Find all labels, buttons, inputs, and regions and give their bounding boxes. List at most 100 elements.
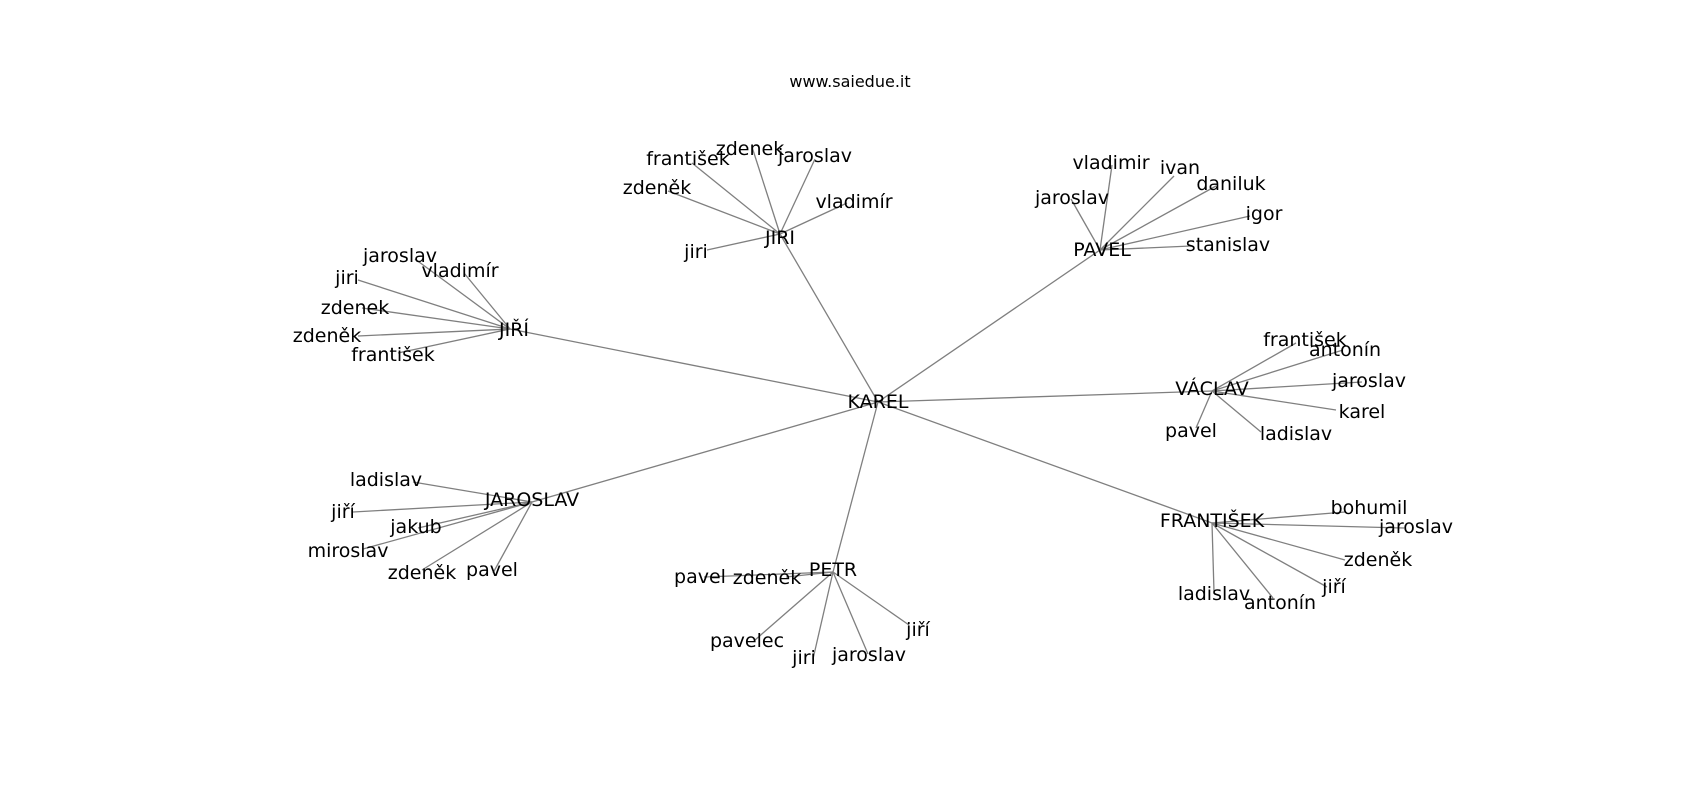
graph-labels: KARELJIRIzdenekjaroslavfrantišekzdeněkvl… bbox=[293, 138, 1453, 669]
edge-hub-2-leaf-2 bbox=[357, 279, 511, 330]
edge-hub-0-leaf-2 bbox=[691, 162, 781, 235]
node-label-hub-0: JIRI bbox=[764, 227, 795, 249]
node-label-leaf-0-3: zdeněk bbox=[623, 177, 691, 199]
edge-hub-6-leaf-3 bbox=[812, 571, 834, 660]
node-label-leaf-0-5: jiri bbox=[683, 241, 708, 263]
node-label-hub-2: JIŘÍ bbox=[498, 318, 529, 341]
node-label-leaf-4-0: ladislav bbox=[350, 469, 422, 491]
node-label-leaf-1-3: jaroslav bbox=[1034, 187, 1109, 209]
node-label-leaf-2-4: zdeněk bbox=[293, 325, 361, 347]
edge-root-hub-3 bbox=[877, 390, 1213, 403]
node-label-leaf-6-1: zdeněk bbox=[733, 567, 801, 589]
edge-hub-3-leaf-3 bbox=[1211, 390, 1337, 411]
edge-hub-3-leaf-4 bbox=[1195, 390, 1213, 429]
node-label-leaf-6-4: jaroslav bbox=[831, 644, 906, 666]
edge-hub-3-leaf-5 bbox=[1211, 390, 1262, 433]
node-label-leaf-1-0: vladimir bbox=[1072, 152, 1149, 174]
node-label-leaf-0-0: zdenek bbox=[716, 138, 784, 160]
node-label-leaf-4-3: miroslav bbox=[308, 540, 389, 562]
edge-hub-6-leaf-1 bbox=[785, 571, 834, 578]
edge-root-hub-6 bbox=[832, 401, 879, 573]
edge-hub-6-leaf-5 bbox=[832, 571, 910, 626]
node-label-leaf-3-0: františek bbox=[1263, 329, 1347, 351]
edge-hub-0-leaf-4 bbox=[779, 202, 848, 235]
edge-hub-5-leaf-4 bbox=[1211, 522, 1215, 593]
node-label-hub-6: PETR bbox=[809, 559, 857, 581]
node-label-leaf-5-3: jiří bbox=[1321, 576, 1346, 598]
edge-hub-1-leaf-3 bbox=[1070, 198, 1101, 251]
node-label-leaf-4-5: pavel bbox=[466, 559, 518, 581]
edge-root-hub-5 bbox=[877, 401, 1213, 524]
edge-hub-2-leaf-0 bbox=[414, 258, 511, 330]
node-label-leaf-0-1: jaroslav bbox=[777, 145, 852, 167]
node-label-leaf-5-0: bohumil bbox=[1331, 497, 1408, 519]
edge-hub-4-leaf-2 bbox=[417, 501, 533, 529]
node-label-leaf-6-0: pavel bbox=[674, 566, 726, 588]
edge-hub-1-leaf-4 bbox=[1099, 215, 1251, 251]
edge-hub-1-leaf-2 bbox=[1099, 185, 1217, 251]
node-label-leaf-1-5: stanislav bbox=[1186, 234, 1270, 256]
edge-hub-6-leaf-0 bbox=[703, 571, 834, 578]
edge-hub-2-leaf-5 bbox=[397, 328, 511, 354]
node-label-leaf-5-4: ladislav bbox=[1178, 583, 1250, 605]
node-label-leaf-3-1: antonín bbox=[1309, 339, 1381, 361]
node-label-leaf-4-4: zdeněk bbox=[388, 562, 456, 584]
node-label-leaf-1-2: daniluk bbox=[1196, 173, 1265, 195]
node-label-hub-5: FRANTIŠEK bbox=[1160, 508, 1265, 532]
graph-edges bbox=[352, 146, 1405, 660]
node-label-root: KAREL bbox=[848, 391, 909, 413]
node-label-leaf-5-1: jaroslav bbox=[1378, 516, 1453, 538]
edge-hub-6-leaf-4 bbox=[832, 571, 869, 655]
node-label-leaf-4-1: jiří bbox=[330, 501, 355, 523]
node-label-leaf-1-1: ivan bbox=[1160, 157, 1200, 179]
node-label-leaf-0-4: vladimír bbox=[815, 191, 892, 213]
edge-hub-1-leaf-1 bbox=[1099, 175, 1175, 251]
edge-hub-6-leaf-2 bbox=[754, 571, 834, 641]
edge-hub-3-leaf-2 bbox=[1211, 381, 1363, 392]
node-label-hub-1: PAVEL bbox=[1073, 239, 1131, 261]
edge-hub-4-leaf-0 bbox=[412, 481, 533, 503]
node-label-leaf-6-5: jiří bbox=[905, 619, 930, 641]
edge-hub-3-leaf-1 bbox=[1211, 349, 1344, 392]
node-label-hub-4: JAROSLAV bbox=[484, 489, 579, 511]
edge-hub-5-leaf-5 bbox=[1211, 522, 1274, 599]
edge-hub-2-leaf-3 bbox=[361, 307, 511, 330]
edge-hub-3-leaf-0 bbox=[1211, 342, 1297, 392]
edge-root-hub-1 bbox=[877, 249, 1101, 403]
edge-hub-4-leaf-1 bbox=[352, 501, 533, 513]
edge-hub-5-leaf-0 bbox=[1211, 511, 1346, 524]
node-label-leaf-3-3: karel bbox=[1339, 401, 1386, 423]
node-label-leaf-2-2: jiri bbox=[334, 267, 359, 289]
node-label-leaf-5-5: antonín bbox=[1244, 592, 1316, 614]
node-label-leaf-5-2: zdeněk bbox=[1344, 549, 1412, 571]
edge-hub-0-leaf-0 bbox=[751, 146, 781, 235]
node-label-leaf-4-2: jakub bbox=[389, 516, 441, 538]
node-label-leaf-0-2: františek bbox=[646, 148, 730, 170]
watermark-caption: www.saiedue.it bbox=[789, 72, 911, 91]
edge-hub-2-leaf-1 bbox=[463, 272, 511, 330]
edge-root-hub-2 bbox=[509, 328, 879, 403]
edge-hub-2-leaf-4 bbox=[357, 328, 511, 337]
edge-hub-4-leaf-4 bbox=[421, 501, 533, 571]
edge-hub-0-leaf-5 bbox=[706, 233, 781, 251]
node-label-leaf-6-3: jiri bbox=[791, 647, 816, 669]
node-label-leaf-2-5: františek bbox=[351, 344, 435, 366]
edge-hub-1-leaf-0 bbox=[1099, 164, 1113, 251]
edge-hub-0-leaf-3 bbox=[667, 190, 781, 235]
node-label-leaf-3-4: pavel bbox=[1165, 420, 1217, 442]
node-label-leaf-3-5: ladislav bbox=[1260, 423, 1332, 445]
edge-hub-5-leaf-3 bbox=[1211, 522, 1328, 588]
node-label-leaf-3-2: jaroslav bbox=[1331, 370, 1406, 392]
edge-hub-5-leaf-1 bbox=[1211, 522, 1405, 529]
edge-hub-5-leaf-2 bbox=[1211, 522, 1346, 561]
node-label-leaf-2-3: zdenek bbox=[321, 297, 389, 319]
edge-hub-1-leaf-5 bbox=[1099, 245, 1192, 251]
edge-hub-4-leaf-3 bbox=[362, 501, 533, 550]
node-label-hub-3: VÁCLAV bbox=[1175, 377, 1249, 400]
edge-hub-4-leaf-5 bbox=[492, 501, 533, 574]
node-label-leaf-2-1: vladimír bbox=[421, 260, 498, 282]
node-label-leaf-1-4: igor bbox=[1246, 203, 1283, 225]
edge-root-hub-4 bbox=[531, 401, 879, 503]
node-label-leaf-6-2: pavelec bbox=[710, 630, 784, 652]
